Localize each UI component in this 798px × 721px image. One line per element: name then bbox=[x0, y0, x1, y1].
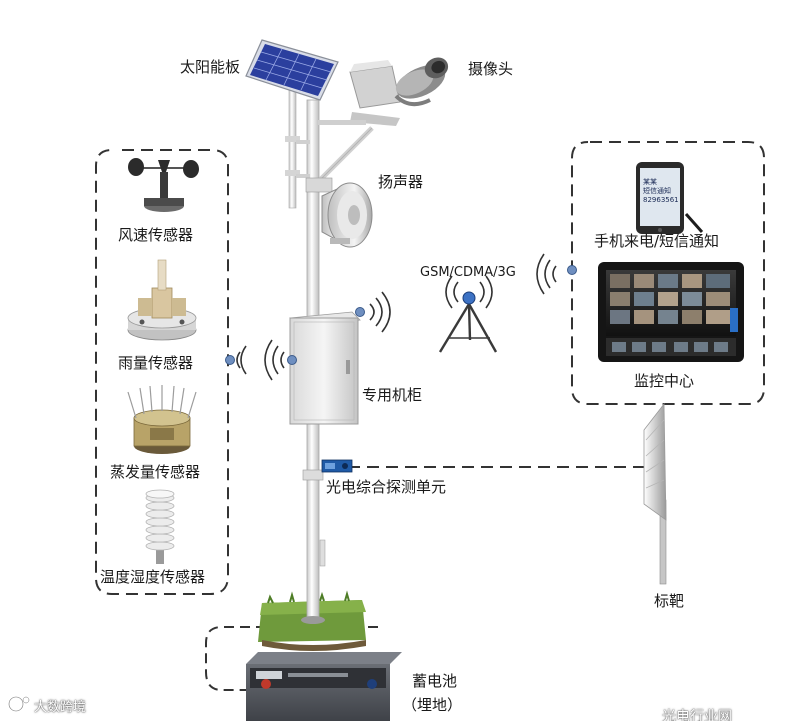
network-tower bbox=[438, 291, 498, 353]
solar-panel bbox=[245, 39, 339, 101]
watermark-right: 光电行业网 bbox=[662, 709, 732, 721]
label-cabinet: 专用机柜 bbox=[362, 386, 423, 404]
phone-screen-line-2: 短信通知 bbox=[643, 187, 671, 195]
mobile-phone bbox=[636, 162, 704, 234]
phone-screen-line-3: 82963561 bbox=[643, 196, 679, 204]
label-solar-panel: 太阳能板 bbox=[180, 58, 241, 76]
label-target: 标靶 bbox=[654, 592, 685, 610]
cabinet bbox=[289, 307, 365, 425]
label-camera: 摄像头 bbox=[468, 60, 514, 78]
label-photoelectric-unit: 光电综合探测单元 bbox=[326, 478, 447, 496]
photoelectric-unit bbox=[321, 459, 353, 473]
battery bbox=[246, 652, 402, 721]
phone-screen-line-1: 某某 bbox=[643, 178, 657, 186]
evaporation-sensor bbox=[127, 385, 197, 454]
label-speaker: 扬声器 bbox=[378, 173, 424, 191]
target bbox=[643, 402, 667, 585]
signal-arcs bbox=[236, 253, 557, 381]
wind-speed-sensor bbox=[128, 158, 199, 212]
rain-gauge-sensor bbox=[127, 259, 197, 341]
label-rain-gauge-sensor: 雨量传感器 bbox=[118, 354, 194, 372]
camera bbox=[318, 57, 449, 126]
remote-group-dashed-box bbox=[571, 141, 765, 405]
label-temp-humidity-sensor: 温度湿度传感器 bbox=[100, 568, 206, 586]
watermark-left: 大数跨境 bbox=[34, 700, 87, 715]
monitor-center bbox=[598, 262, 744, 362]
label-buried: （埋地） bbox=[402, 696, 463, 714]
sensor-group-dashed-box bbox=[95, 149, 229, 595]
label-phone-notify: 手机来电/短信通知 bbox=[594, 232, 720, 250]
phone-screen-text: 某某 短信通知 82963561 bbox=[643, 178, 679, 205]
label-network: GSM/CDMA/3G bbox=[420, 265, 516, 280]
signal-node-dots bbox=[225, 265, 577, 365]
label-wind-speed-sensor: 风速传感器 bbox=[118, 226, 194, 244]
temp-humidity-sensor bbox=[145, 489, 175, 564]
label-battery: 蓄电池 bbox=[412, 672, 458, 690]
label-evaporation-sensor: 蒸发量传感器 bbox=[110, 463, 201, 481]
watermark-logo-icon bbox=[7, 695, 30, 713]
label-monitor-center: 监控中心 bbox=[634, 372, 695, 390]
speaker bbox=[305, 126, 374, 248]
